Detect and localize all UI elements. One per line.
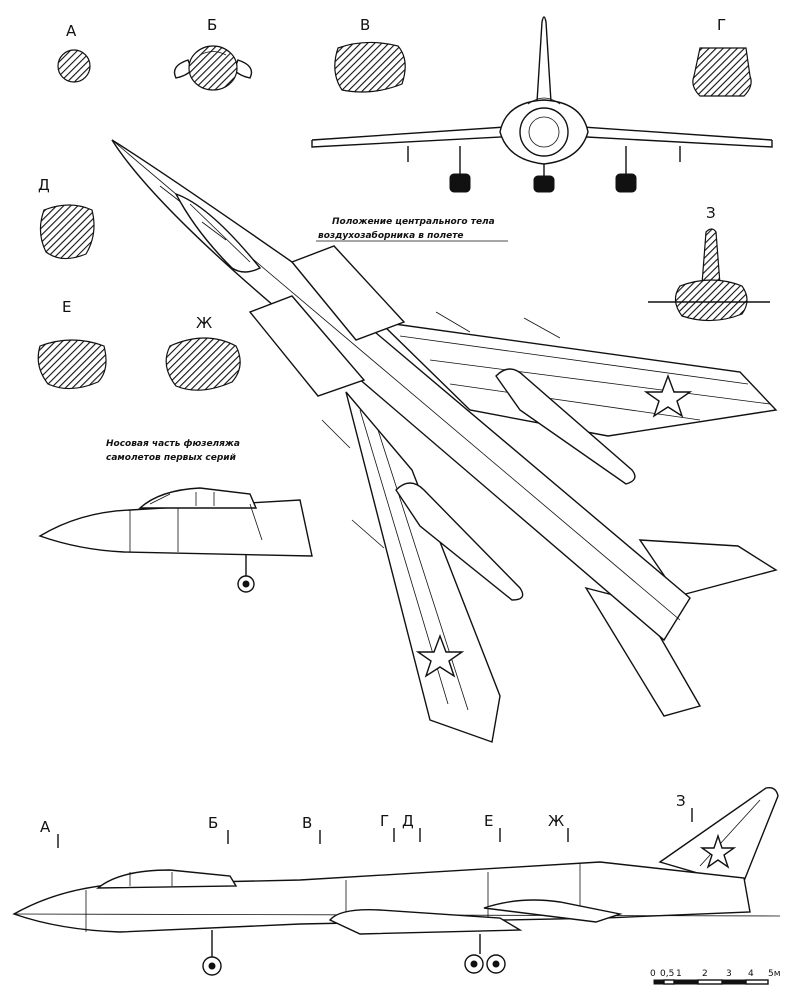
- intake-caption: Положение центрального тела воздухозабор…: [316, 217, 508, 242]
- section-label-e: Е: [62, 298, 71, 316]
- section-zh: Ж: [165, 314, 241, 391]
- nose-detail-view: [38, 487, 313, 593]
- section-label-d: Д: [38, 176, 50, 194]
- scale-tick-1: 1: [676, 969, 682, 979]
- section-b: Б: [173, 16, 253, 91]
- side-marker-e: Е: [484, 812, 493, 830]
- side-marker-zh: Ж: [548, 812, 564, 830]
- section-v: В: [334, 16, 406, 93]
- scale-tick-5m: 5м: [768, 969, 781, 979]
- section-label-a: А: [66, 22, 77, 40]
- section-label-g: Г: [717, 16, 726, 34]
- side-marker-g: Г: [380, 812, 389, 830]
- section-a: А: [57, 22, 91, 83]
- scale-bar: 0 0,5 1 2 3 4 5м: [650, 969, 781, 985]
- intake-caption-line1: Положение центрального тела: [332, 217, 495, 227]
- front-view: [311, 16, 773, 193]
- intake-caption-line2: воздухозаборника в полете: [318, 230, 464, 241]
- side-marker-z: З: [676, 792, 686, 810]
- section-e: Е: [37, 298, 107, 390]
- section-label-v: В: [360, 16, 370, 34]
- scale-tick-2: 2: [702, 969, 708, 979]
- side-marker-b: Б: [208, 814, 218, 832]
- scale-tick-0: 0: [650, 969, 656, 979]
- scale-tick-4: 4: [748, 969, 754, 979]
- scale-tick-3: 3: [726, 969, 732, 979]
- section-z: З: [648, 204, 770, 322]
- plan-view: [111, 139, 778, 743]
- side-marker-d: Д: [402, 812, 414, 830]
- section-g: Г: [692, 16, 752, 97]
- section-label-b: Б: [207, 16, 217, 34]
- section-label-z: З: [706, 204, 716, 222]
- side-view: [12, 786, 781, 976]
- side-marker-a: А: [40, 818, 51, 836]
- nose-caption-line2: самолетов первых серий: [106, 453, 237, 463]
- side-marker-v: В: [302, 814, 312, 832]
- scale-tick-05: 0,5: [660, 969, 674, 979]
- side-section-markers: А Б В Г Д Е Ж З: [40, 792, 693, 848]
- section-label-zh: Ж: [196, 314, 212, 332]
- section-d: Д: [38, 176, 95, 260]
- nose-caption-line1: Носовая часть фюзеляжа: [106, 439, 240, 449]
- nose-caption: Носовая часть фюзеляжа самолетов первых …: [106, 439, 240, 463]
